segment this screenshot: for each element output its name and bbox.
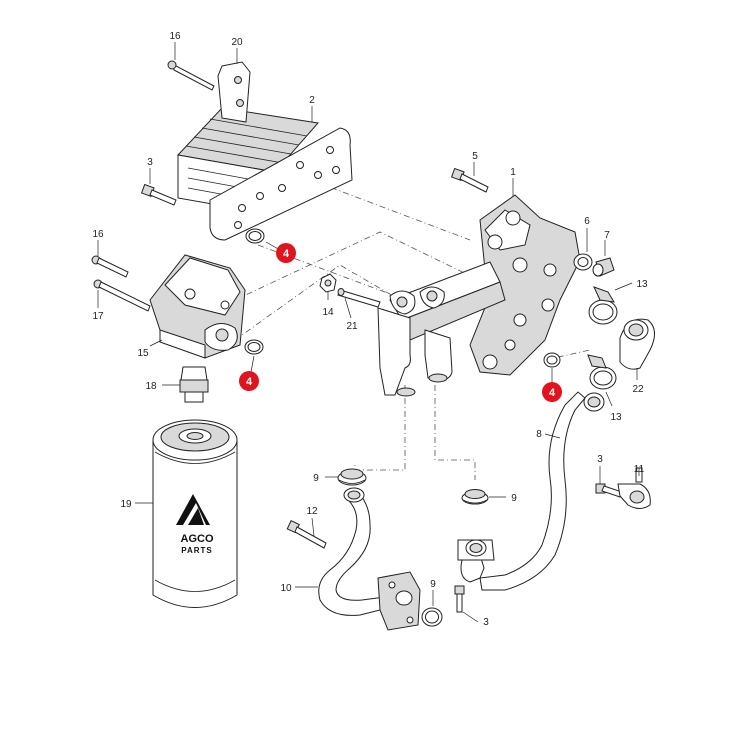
callout-9-middle: 9	[511, 493, 517, 504]
bolt-16-top	[167, 60, 215, 91]
callout-21: 21	[346, 321, 358, 332]
callout-7: 7	[604, 230, 610, 241]
nut-14	[319, 273, 337, 293]
stud-21	[337, 288, 381, 308]
callout-17: 17	[92, 311, 104, 322]
bolt-3-cooler	[140, 183, 177, 206]
callout-9-left: 9	[313, 473, 319, 484]
seal-9-left	[337, 468, 367, 486]
callout-3-right: 3	[597, 454, 603, 465]
callout-labels: 16 20 2 3 16 17 15 18 19 5 1 6 7 13 22 1…	[92, 31, 648, 628]
callout-19: 19	[120, 499, 132, 510]
o-ring-4-housing	[543, 352, 561, 368]
bolt-3-right	[595, 483, 623, 498]
leader-lines	[97, 42, 640, 623]
callout-6: 6	[584, 216, 590, 227]
callout-3-cooler: 3	[147, 157, 153, 168]
callout-11: 11	[634, 464, 645, 475]
o-ring-4-cooler	[245, 228, 265, 244]
seal-9-middle	[461, 489, 489, 505]
svg-text:AGCO: AGCO	[181, 533, 214, 545]
callout-2: 2	[309, 95, 315, 106]
callout-20: 20	[231, 37, 243, 48]
bolt-3-bottom	[454, 585, 465, 613]
svg-text:4: 4	[283, 248, 290, 260]
callout-1: 1	[510, 167, 516, 178]
feed-pipe-10	[318, 487, 421, 631]
filter-head	[149, 254, 246, 359]
clip-11	[617, 467, 651, 509]
callout-13-lower: 13	[610, 412, 622, 423]
clamp-13-lower	[587, 354, 617, 390]
badge-4-housing[interactable]: 4	[542, 382, 562, 402]
oil-module-housing	[377, 194, 581, 397]
svg-text:4: 4	[246, 376, 253, 388]
hose-22	[619, 318, 655, 370]
callout-5: 5	[472, 151, 478, 162]
oil-cooler	[177, 107, 353, 241]
callout-10: 10	[280, 583, 292, 594]
bolt-12	[286, 520, 327, 549]
callout-22: 22	[632, 384, 644, 395]
clamp-13-upper	[588, 286, 618, 325]
callout-13-upper: 13	[636, 279, 648, 290]
callout-18: 18	[145, 381, 157, 392]
callout-3-bottom: 3	[483, 617, 489, 628]
svg-text:4: 4	[549, 387, 556, 399]
plug-7	[592, 257, 615, 277]
callout-16-top: 16	[169, 31, 181, 42]
callout-12: 12	[306, 506, 318, 517]
callout-9-bottom: 9	[430, 579, 436, 590]
o-ring-9-bottom	[421, 607, 443, 627]
callout-8: 8	[536, 429, 542, 440]
callout-14: 14	[322, 307, 334, 318]
o-ring-4-head	[244, 339, 264, 355]
callout-16-head: 16	[92, 229, 104, 240]
badge-4-head[interactable]: 4	[239, 371, 259, 391]
oil-filter	[152, 419, 238, 608]
washer-6	[573, 253, 593, 271]
bolt-17-head	[93, 279, 151, 312]
badge-4-cooler[interactable]: 4	[276, 243, 296, 263]
bolt-16-head	[91, 255, 129, 278]
clamp-plate-20	[217, 61, 251, 123]
return-pipe-8	[457, 391, 605, 591]
agco-parts-logo: AGCO PARTS	[181, 533, 214, 555]
nipple-18	[179, 366, 209, 403]
svg-text:PARTS: PARTS	[181, 546, 213, 555]
callout-15: 15	[137, 348, 149, 359]
bolt-5	[450, 167, 489, 193]
